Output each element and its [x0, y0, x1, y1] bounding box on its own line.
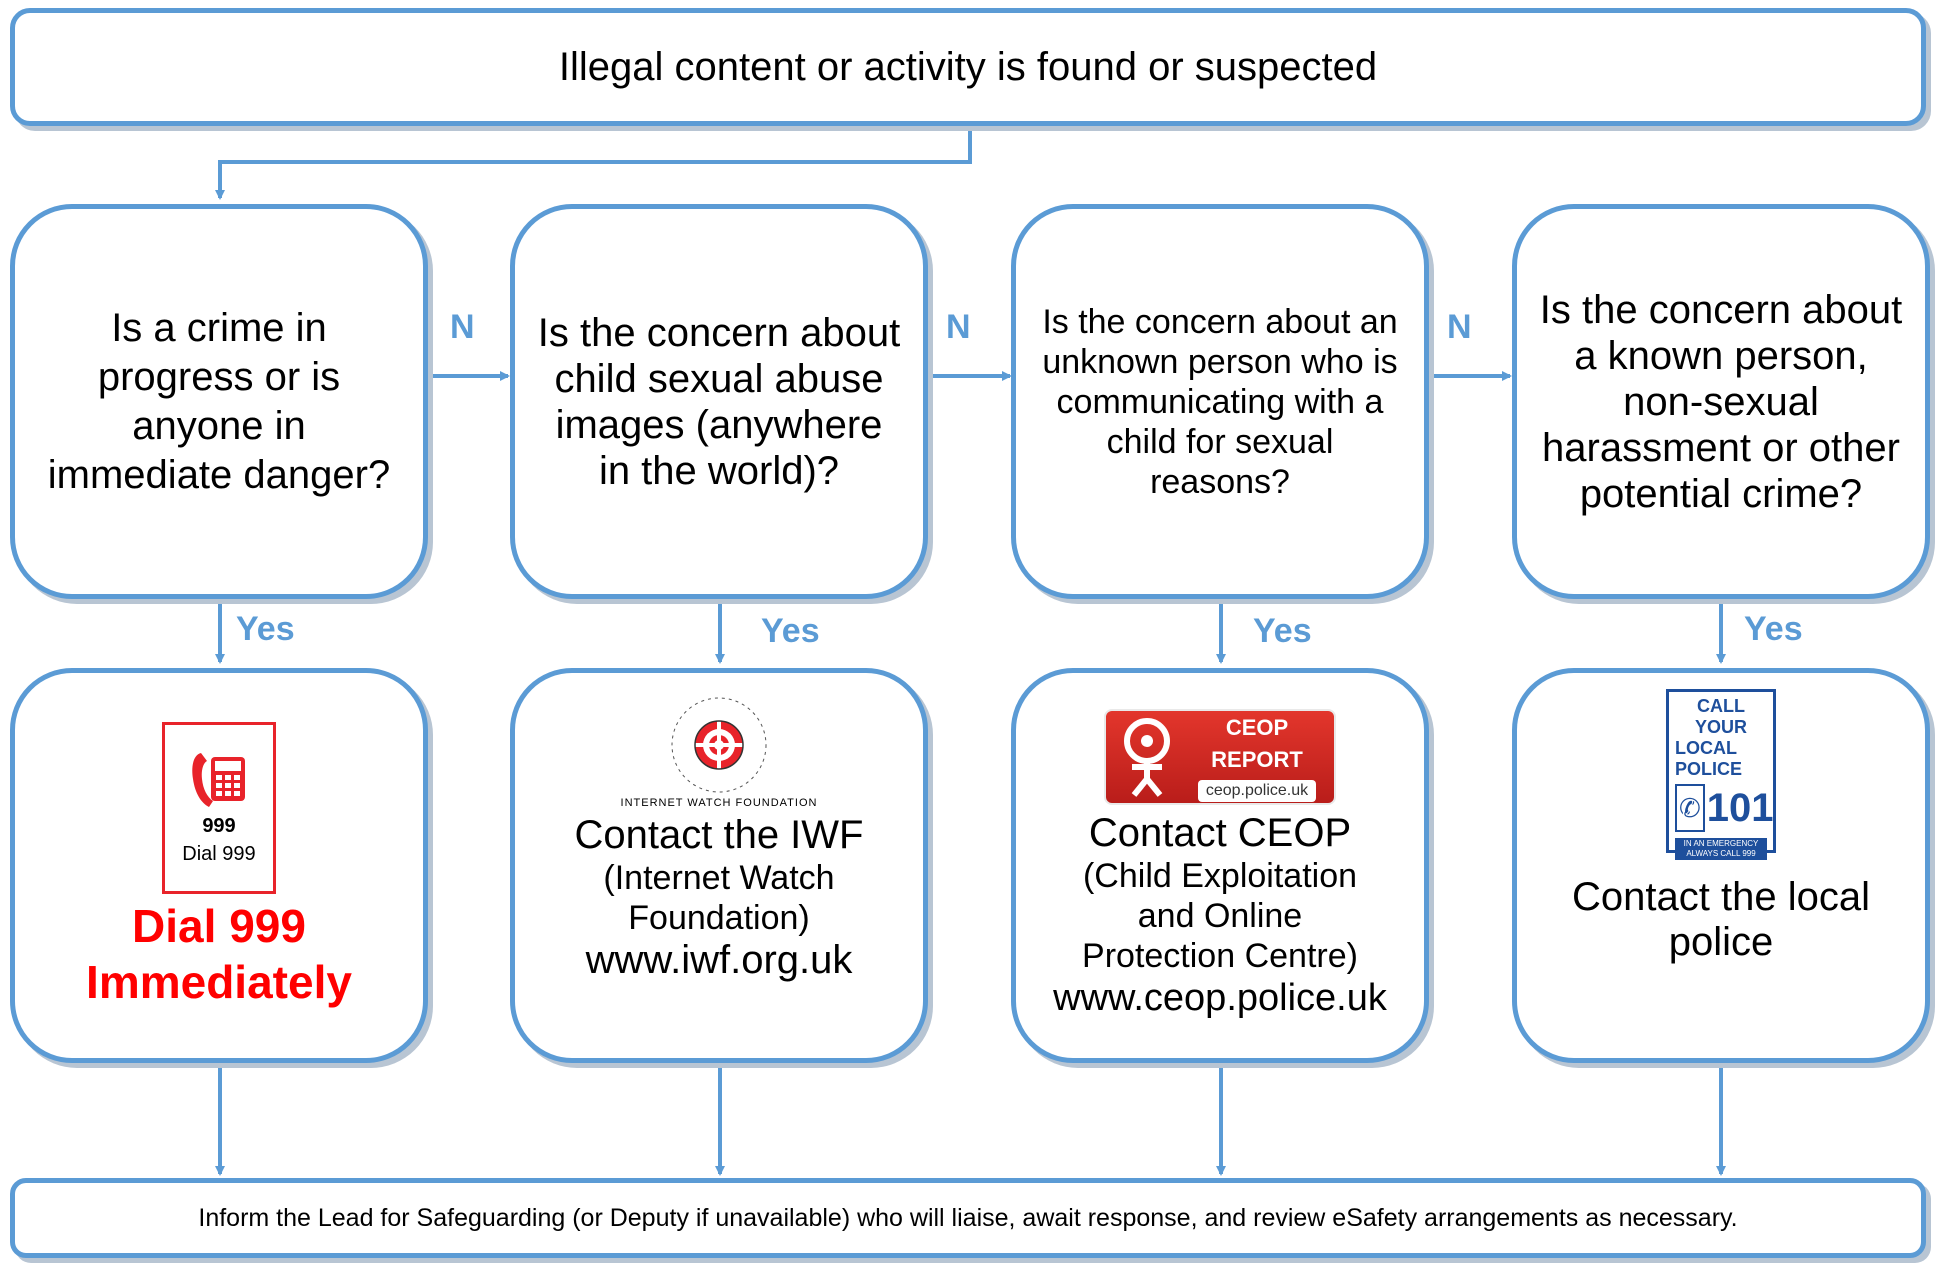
question-2-text: Is the concern about child sexual abuse … — [537, 310, 901, 493]
iwf-url[interactable]: www.iwf.org.uk — [585, 938, 853, 982]
ceop-url[interactable]: www.ceop.police.uk — [1053, 977, 1387, 1019]
question-box-4: Is the concern about a known person, non… — [1512, 204, 1930, 599]
ceop-title: Contact CEOP — [1088, 811, 1352, 855]
police-logo-footer: IN AN EMERGENCY ALWAYS CALL 999 — [1675, 838, 1767, 860]
no-label-1: N — [450, 308, 475, 346]
action-box-4: CALL YOUR LOCAL POLICE ✆ 101 IN AN EMERG… — [1512, 668, 1930, 1063]
iwf-subtitle: (Internet Watch Foundation) — [603, 859, 835, 937]
question-box-3: Is the concern about an unknown person w… — [1011, 204, 1429, 599]
ceop-eye-icon — [1124, 718, 1170, 797]
ceop-logo: CEOP REPORT ceop.police.uk — [1104, 709, 1336, 805]
ceop-subtitle: (Child Exploitation and Online Protectio… — [1082, 857, 1358, 975]
police-logo-line1: CALL YOUR — [1694, 696, 1747, 737]
police-logo-line2: LOCAL — [1675, 738, 1737, 758]
question-3-text: Is the concern about an unknown person w… — [1042, 302, 1398, 501]
phone-handset-icon: ✆ — [1675, 784, 1705, 832]
no-label-2: N — [946, 308, 971, 346]
question-box-1: Is a crime in progress or is anyone in i… — [10, 204, 428, 599]
header-text: Illegal content or activity is found or … — [558, 44, 1378, 89]
dial-999-logo-number: 999 — [202, 814, 236, 837]
police-title: Contact the local police — [1572, 875, 1870, 964]
dial-999-title: Dial 999 Immediately — [86, 899, 352, 1008]
question-box-2: Is the concern about child sexual abuse … — [510, 204, 928, 599]
iwf-title: Contact the IWF — [574, 813, 864, 857]
iwf-logo-text: INTERNET WATCH FOUNDATION — [620, 797, 818, 809]
dial-999-logo: 999 Dial 999 — [162, 721, 276, 894]
action-box-3: CEOP REPORT ceop.police.uk Contact CEOP … — [1011, 668, 1429, 1063]
footer-text: Inform the Lead for Safeguarding (or Dep… — [198, 1203, 1738, 1232]
action-box-2: INTERNET WATCH FOUNDATION Contact the IW… — [510, 668, 928, 1063]
yes-label-1: Yes — [236, 610, 295, 648]
question-4-text: Is the concern about a known person, non… — [1539, 287, 1903, 516]
yes-label-3: Yes — [1253, 612, 1312, 650]
dial-999-logo-caption: Dial 999 — [182, 842, 256, 865]
no-label-3: N — [1447, 308, 1472, 346]
police-101-logo: CALL YOUR LOCAL POLICE ✆ 101 IN AN EMERG… — [1666, 689, 1776, 860]
yes-label-4: Yes — [1744, 610, 1803, 648]
question-1-text: Is a crime in progress or is anyone in i… — [47, 305, 391, 497]
ceop-logo-title: CEOP REPORT — [1211, 715, 1303, 772]
yes-label-2: Yes — [761, 612, 820, 650]
police-logo-number: 101 — [1706, 786, 1774, 830]
ceop-logo-url: ceop.police.uk — [1197, 780, 1317, 802]
phone-icon — [192, 752, 245, 807]
header-box: Illegal content or activity is found or … — [10, 8, 1926, 126]
iwf-logo — [671, 697, 767, 793]
header-connector — [215, 126, 972, 200]
footer-box: Inform the Lead for Safeguarding (or Dep… — [10, 1178, 1926, 1258]
police-logo-line3: POLICE — [1675, 759, 1743, 779]
action-box-1: 999 Dial 999 Dial 999 Immediately — [10, 668, 428, 1063]
